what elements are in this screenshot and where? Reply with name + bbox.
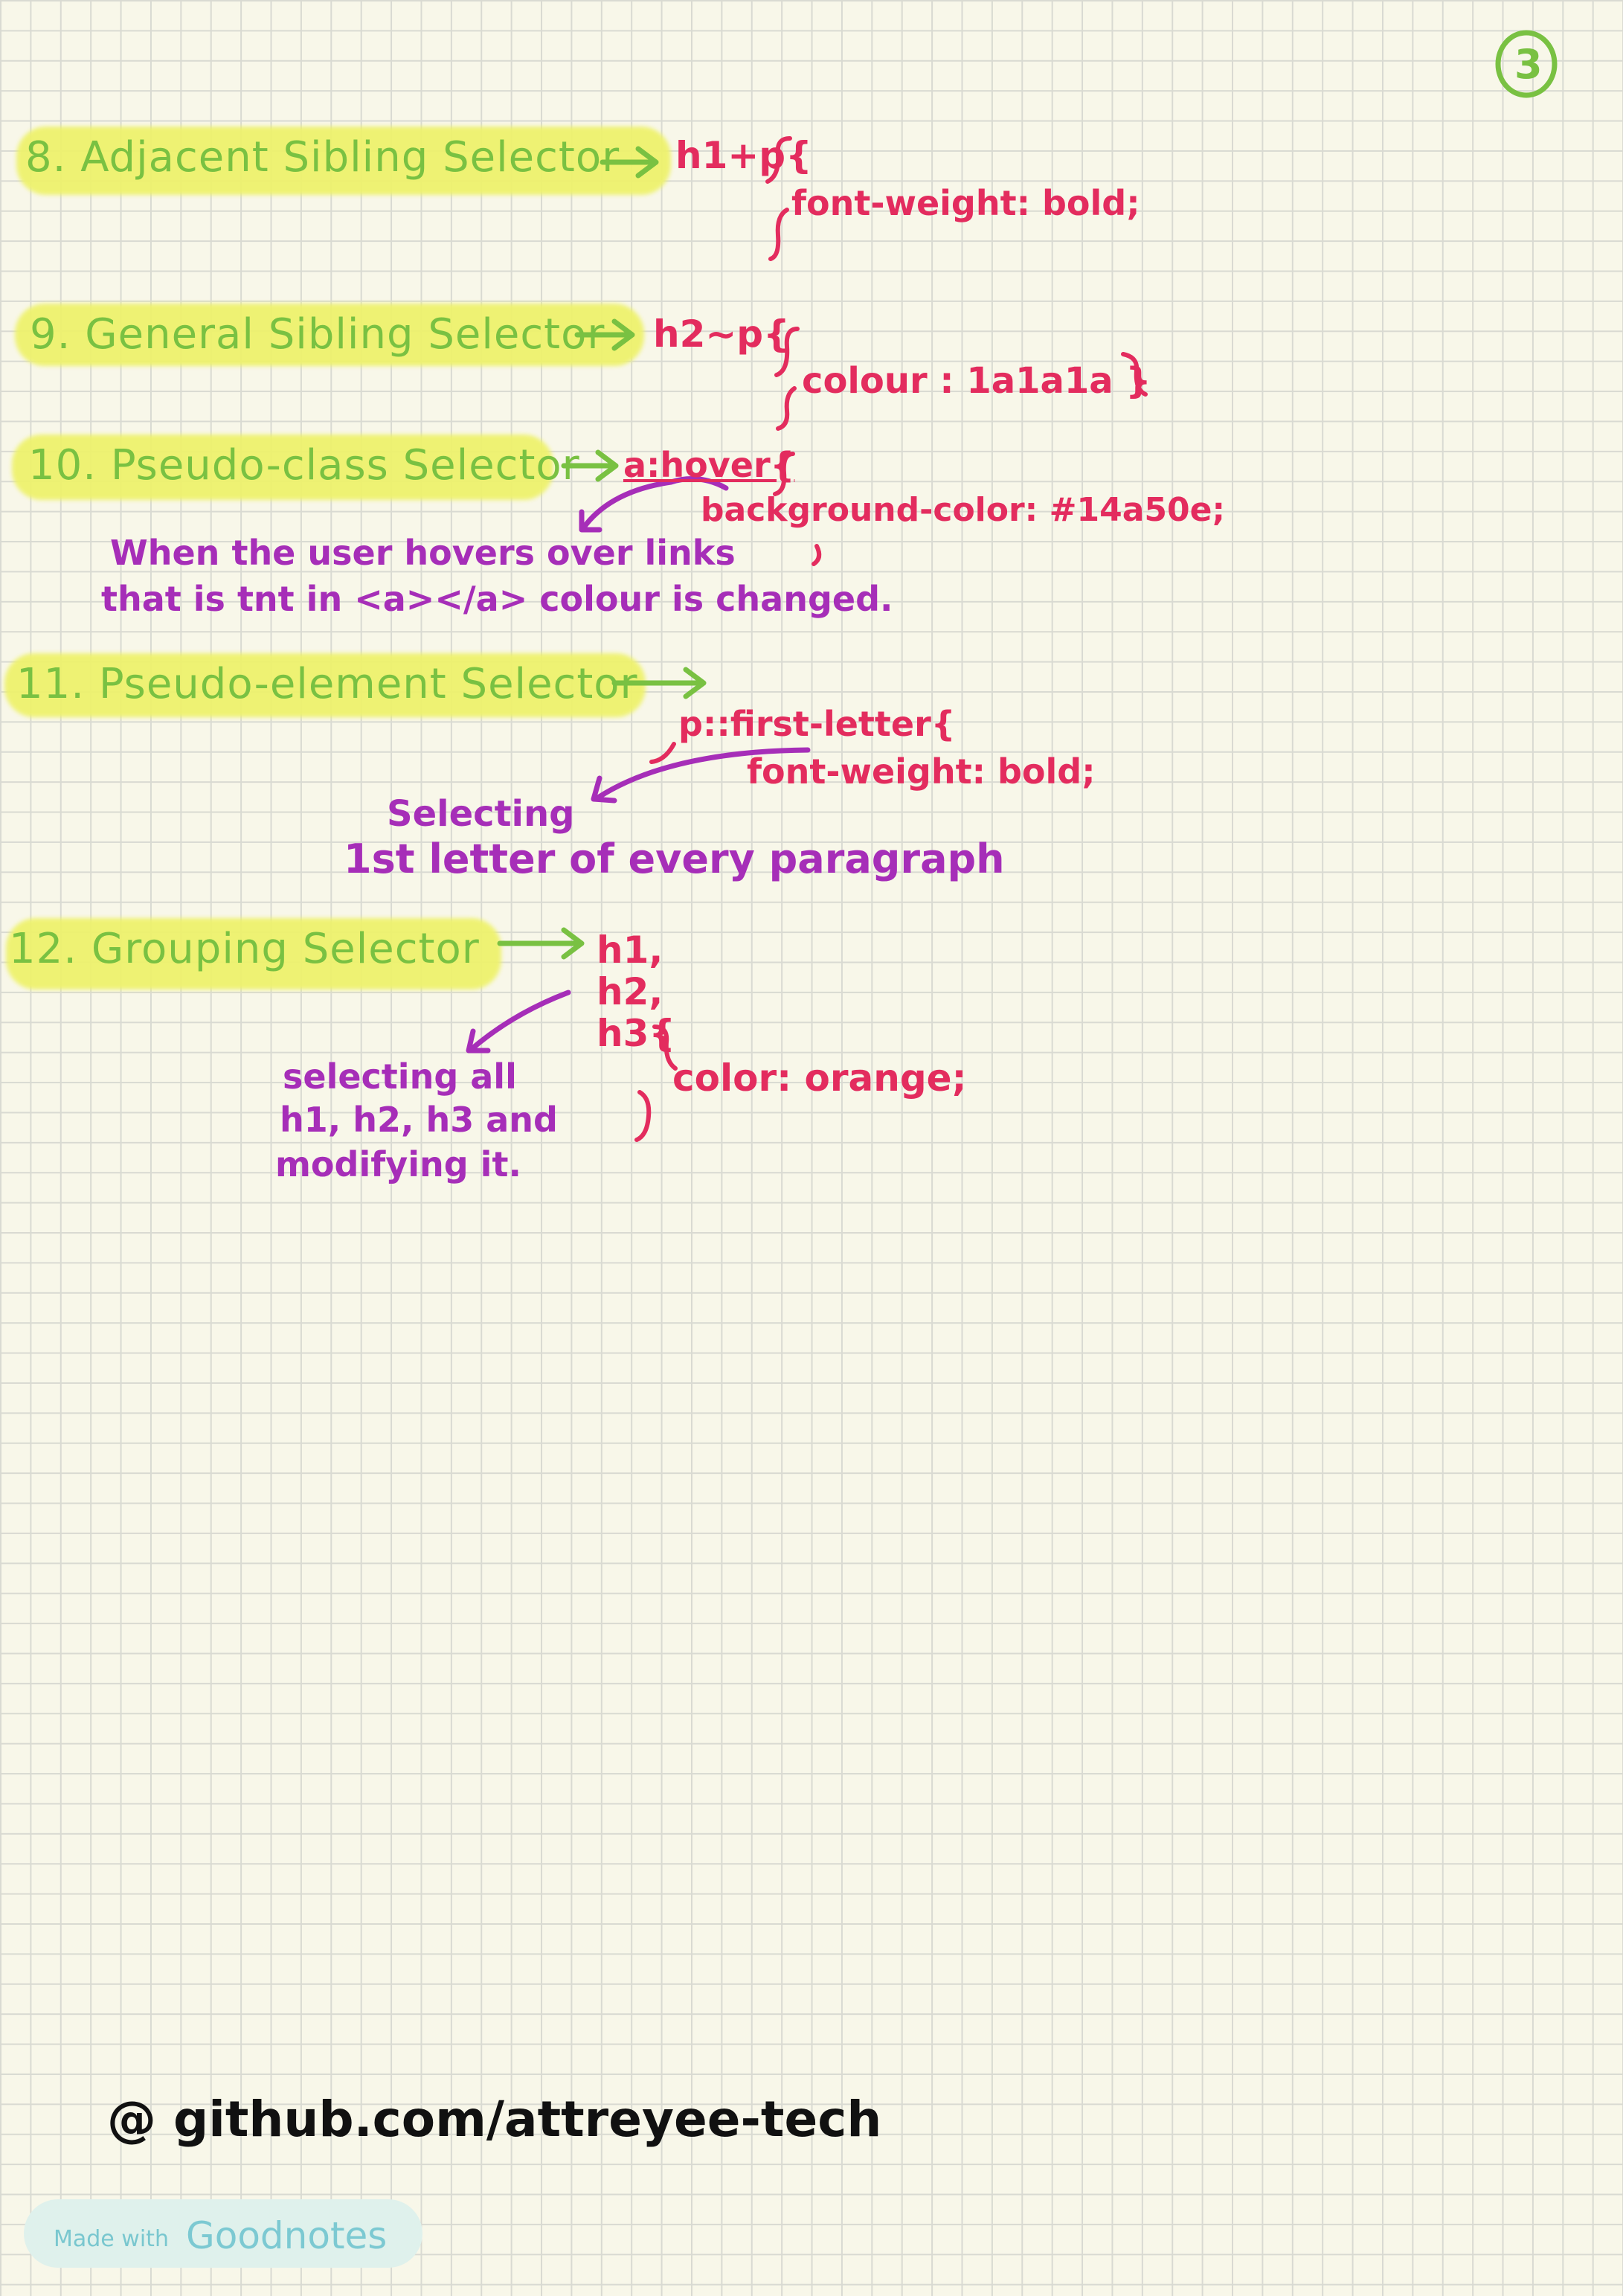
highlight-section-9	[15, 304, 644, 366]
section-11-note-line-2: 1st letter of every paragraph	[344, 836, 1005, 882]
highlight-section-11	[4, 653, 646, 717]
section-8-code-open: h1+p{	[675, 134, 812, 177]
section-9-title: 9. General Sibling Selector	[30, 310, 605, 359]
page-number: 3	[1514, 41, 1543, 88]
section-11-code-open: p::first-letter{	[678, 704, 956, 744]
section-9-code-open: h2~p{	[653, 312, 790, 356]
section-10-note-line-1: When the user hovers over links	[110, 533, 736, 573]
section-12-code-line-3: h3{	[597, 1012, 675, 1055]
section-12-title: 12. Grouping Selector	[9, 925, 480, 973]
brace-icon	[649, 742, 676, 764]
section-8-title: 8. Adjacent Sibling Selector	[25, 133, 620, 182]
highlight-section-8	[16, 126, 671, 195]
section-12-code-line-1: h1,	[597, 929, 663, 972]
section-10-title: 10. Pseudo-class Selector	[28, 441, 580, 490]
section-9-code-body: colour : 1a1a1a }	[802, 360, 1151, 402]
github-footer-link[interactable]: @ github.com/attreyee-tech	[107, 2091, 882, 2148]
brace-icon	[634, 1090, 652, 1142]
section-12-code-body: color: orange;	[672, 1056, 967, 1100]
section-12-code-line-2: h2,	[597, 970, 663, 1013]
brace-icon	[776, 386, 797, 431]
section-10-code-open: a:hover{	[623, 445, 795, 485]
brace-icon	[812, 544, 822, 566]
badge-brand-label: Goodnotes	[186, 2214, 388, 2257]
highlight-section-12	[6, 918, 501, 990]
arrow-right-icon	[497, 927, 585, 960]
curved-arrow-icon	[579, 479, 674, 533]
section-11-title: 11. Pseudo-element Selector	[16, 660, 638, 708]
section-12-note-line-1: selecting all	[283, 1056, 517, 1097]
made-with-goodnotes-badge[interactable]: Made with Goodnotes	[24, 2199, 422, 2268]
section-10-code-body: background-color: #14a50e;	[701, 491, 1226, 529]
badge-made-with-label: Made with	[54, 2226, 169, 2252]
section-12-note-line-3: modifying it.	[275, 1144, 521, 1184]
section-11-code-body: font-weight: bold;	[747, 751, 1096, 792]
section-8-code-body: font-weight: bold;	[791, 183, 1140, 223]
section-11-note-line-1: Selecting	[387, 793, 575, 835]
highlight-section-10	[12, 434, 553, 500]
curved-arrow-icon	[466, 990, 571, 1054]
section-12-note-line-2: h1, h2, h3 and	[280, 1100, 558, 1140]
section-10-note-line-2: that is tnt in <a></a> colour is changed…	[101, 579, 893, 619]
brace-icon	[768, 208, 789, 261]
